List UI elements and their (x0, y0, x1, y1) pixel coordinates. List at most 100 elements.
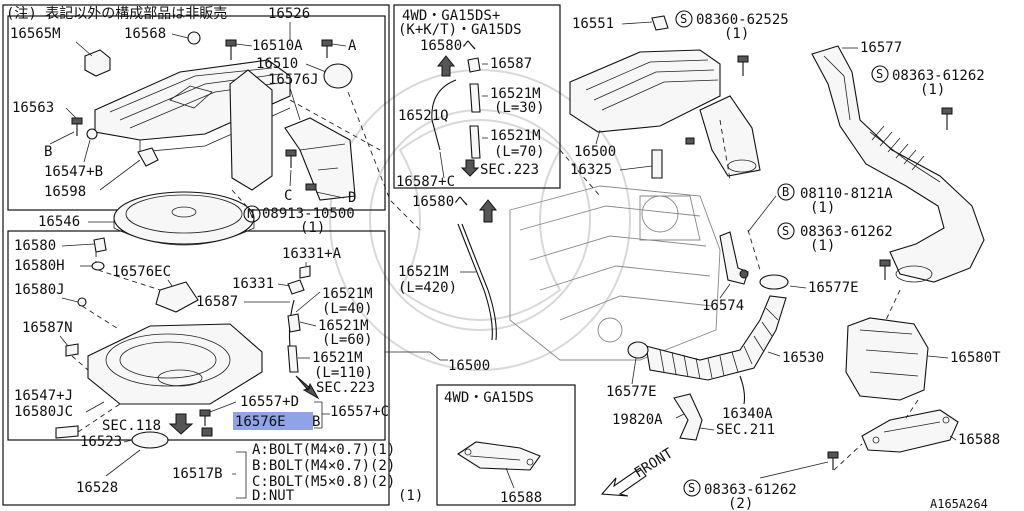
callout-16521M-30: 16521M (490, 86, 541, 102)
hose-16521M-70 (469, 125, 481, 159)
callout-16331: 16331 (232, 276, 274, 292)
hose-16521Q (431, 79, 457, 151)
callout-16530: 16530 (782, 350, 824, 366)
callout-16521M-60-length: (L=60) (322, 332, 373, 348)
leader-lines (289, 91, 919, 471)
arrow-up-16580-2 (478, 199, 498, 223)
legend-bolt-a: A:BOLT(M4×0.7)(1) (252, 442, 395, 458)
screw-symbol-S-4 (683, 479, 701, 497)
clamp-16577E (759, 274, 789, 290)
hose-16521M-110 (287, 345, 299, 373)
nut-symbol-N (243, 205, 261, 223)
screw-1 (737, 55, 749, 63)
callout-16526: 16526 (268, 6, 310, 22)
callout-16580T: 16580T (950, 350, 1001, 366)
callout-16580: 16580 (14, 238, 56, 254)
callout-16521M-70-length: (L=70) (494, 144, 545, 160)
bracket-16574 (719, 231, 749, 285)
part-16580H (91, 261, 105, 271)
clip-16598 (137, 147, 159, 167)
callout-16521Q: 16521Q (398, 108, 449, 124)
callout-16565M: 16565M (10, 26, 61, 42)
symbol-B: B (782, 185, 789, 199)
arrow-to-sec223 (295, 375, 320, 400)
arrow-to-sec223-mid (460, 159, 480, 177)
callout-16587-mid: 16587 (490, 56, 532, 72)
screw-2 (941, 107, 953, 115)
sec-223-lower: SEC.223 (316, 380, 375, 396)
part-16587-mid (467, 57, 481, 73)
callout-D-upper: D (348, 190, 356, 206)
callout-16521M-110: 16521M (312, 350, 363, 366)
grommet-16568 (187, 31, 201, 45)
callout-16521M-30-length: (L=30) (494, 100, 545, 116)
callout-16574: 16574 (702, 298, 744, 314)
screw-symbol-S-1 (675, 10, 693, 28)
bracket-16588 (861, 409, 959, 453)
callout-16580-ref-2: 16580へ (412, 194, 468, 210)
callout-C-upper: C (284, 188, 292, 204)
hose-16521M-60 (287, 313, 301, 333)
screw-3-quantity: (1) (810, 238, 835, 254)
callout-16510A: 16510A (252, 38, 303, 54)
callout-16517B: 16517B (172, 466, 223, 482)
screw-2-part-number: 08363-61262 (892, 68, 985, 84)
clip-16580JC (55, 425, 79, 439)
valve-16576EC (155, 281, 199, 313)
left-outer-box (2, 4, 390, 506)
callout-16340A: 16340A (722, 406, 773, 422)
intake-duct-snorkel (284, 117, 356, 201)
intake-duct-16577 (811, 45, 985, 283)
sec-118: SEC.118 (102, 418, 161, 434)
callout-16580JC: 16580JC (14, 404, 73, 420)
bolts-lower (199, 409, 213, 437)
screw-4 (827, 451, 839, 459)
note-text: (注) 表記以外の構成部品は非販売 (6, 5, 227, 22)
engine-block (509, 185, 721, 361)
callout-16588: 16588 (958, 432, 1000, 448)
callout-16500: 16500 (574, 144, 616, 160)
screw-4-part-number: 08363-61262 (704, 482, 797, 498)
callout-16563: 16563 (12, 100, 54, 116)
valve-16510 (323, 63, 353, 89)
callout-16568: 16568 (124, 26, 166, 42)
clip-16551 (651, 15, 669, 31)
middle-top-box (393, 4, 561, 189)
callout-16521M-420-length: (L=420) (398, 280, 457, 296)
callout-16598: 16598 (44, 184, 86, 200)
callout-16557D: 16557+D (240, 394, 299, 410)
callout-16521M-60: 16521M (318, 318, 369, 334)
screw-2-quantity: (1) (920, 82, 945, 98)
screw-1-quantity: (1) (724, 26, 749, 42)
callout-16325: 16325 (570, 162, 612, 178)
callout-16523: 16523 (80, 434, 122, 450)
symbol-S-1: S (680, 12, 687, 26)
callout-16587N: 16587N (22, 320, 73, 336)
hose-19820A (673, 393, 703, 441)
highlight-16576E[interactable] (233, 412, 313, 430)
screw-4-quantity: (2) (728, 496, 753, 511)
bolts-upper (71, 39, 333, 191)
callout-16576J: 16576J (268, 72, 319, 88)
legend-nut-d-qty: (1) (398, 488, 423, 504)
part-16331A (299, 265, 311, 279)
air-filter-element (113, 191, 255, 246)
sec-211: SEC.211 (716, 422, 775, 438)
ring-16523 (131, 431, 169, 449)
callout-16580H: 16580H (14, 258, 65, 274)
front-label: FRONT (632, 445, 677, 481)
sensor-16325 (651, 149, 663, 179)
callout-16576E-highlighted[interactable]: 16576E (235, 414, 286, 430)
clip-16565M (84, 49, 111, 77)
mid-box-title-2: (K+K/T)・GA15DS (398, 22, 522, 38)
resonator-plate (229, 69, 273, 191)
legend-bolt-b: B:BOLT(M4×0.7)(2) (252, 458, 395, 474)
callout-16331A: 16331+A (282, 246, 342, 262)
screw-3-part-number: 08363-61262 (800, 224, 893, 240)
screw-symbol-S-3 (777, 222, 795, 240)
bottom-middle-box (436, 384, 576, 506)
part-16331 (287, 279, 305, 295)
screw-1-part-number: 08360-62525 (696, 12, 789, 28)
clip-16587N (65, 343, 79, 357)
nut-part-number: 08913-10500 (262, 206, 355, 222)
